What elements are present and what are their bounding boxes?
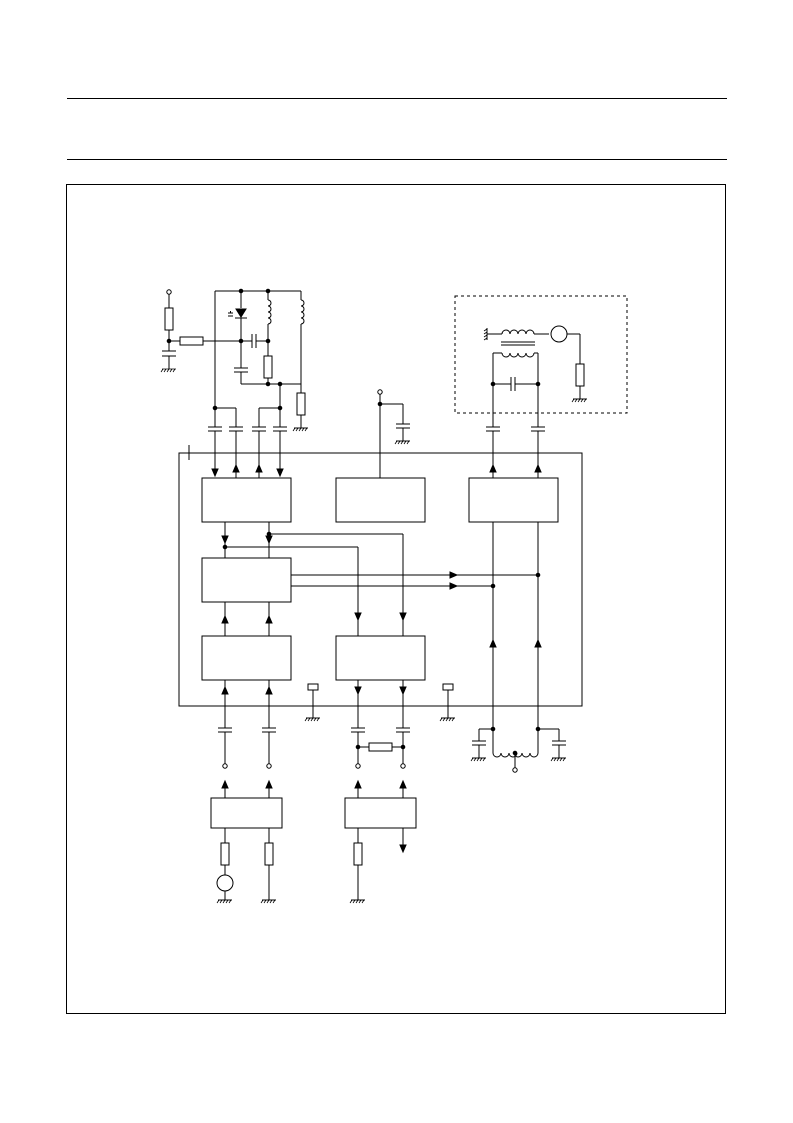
oscillator-network [162, 289, 308, 428]
header-rule-top [67, 98, 727, 99]
figure-frame [66, 184, 726, 1014]
transformer-network [487, 326, 587, 427]
ground-pins [306, 684, 455, 718]
block-bottom-middle [336, 636, 425, 680]
block-bottom-left [202, 636, 291, 680]
block-top-left [202, 478, 291, 522]
ground-symbols [161, 328, 587, 903]
block-middle-left [202, 558, 291, 602]
external-module-outline [455, 296, 627, 413]
output-coupling-caps [486, 427, 545, 478]
loop-filter-path [345, 680, 416, 900]
supply-decoupling [378, 390, 410, 478]
block-top-middle [336, 478, 425, 522]
internal-routing [222, 522, 541, 729]
header-rule-bottom [67, 159, 727, 160]
ic-outline [179, 453, 582, 706]
output-filter-network [472, 727, 566, 772]
audio-input-path [211, 680, 282, 900]
block-top-right [469, 478, 558, 522]
input-coupling-caps [208, 427, 287, 478]
